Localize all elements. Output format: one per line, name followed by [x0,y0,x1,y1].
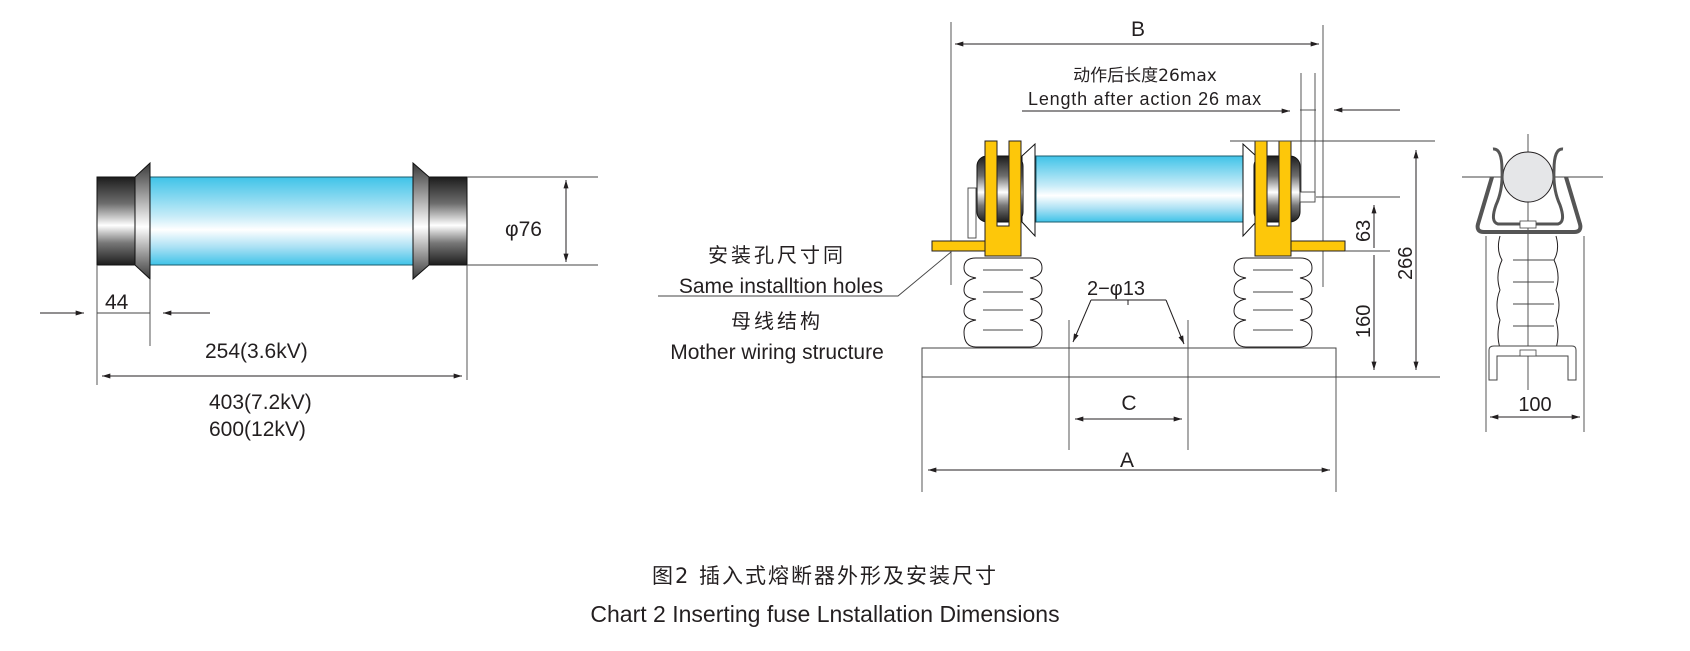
base-plate [921,347,1337,378]
end-view-width-label: 100 [1518,394,1551,416]
dim-160-label: 160 [1353,305,1375,338]
dim-266-label: 266 [1395,247,1417,280]
dimension-b-label: B [1131,18,1145,41]
right-flange [412,161,430,281]
mounted-fuse-tube [1035,155,1244,223]
holes-label-en: Same installtion holes [679,275,883,298]
fuse-side-view: φ76 44 254(3.6kV) 403(7.2kV) 600(12kV) [40,161,598,441]
fuse-section-circle [1502,151,1554,203]
dimension-c-label: C [1121,392,1136,415]
left-flange [134,161,151,281]
mount-holes-label: 2−φ13 [1087,278,1145,300]
caption-en: Chart 2 Inserting fuse Lnstallation Dime… [590,601,1059,627]
fuse-tube [149,176,414,266]
busbar-label-en: Mother wiring structure [670,341,884,364]
caption-cn: 图2 插入式熔断器外形及安装尺寸 [652,564,998,588]
holes-label-cn: 安装孔尺寸同 [708,243,846,267]
action-length-en: Length after action 26 max [1028,89,1262,109]
end-cap-length-label: 44 [105,291,129,314]
diameter-label: φ76 [505,218,542,241]
length-7-2kv-label: 403(7.2kV) [209,391,312,414]
dim-63-label: 63 [1353,220,1375,242]
mounted-fuse-view: B 动作后长度26max Length after action 26 max [658,18,1440,492]
right-end-cap [428,176,468,266]
length-3-6kv-label: 254(3.6kV) [205,340,308,363]
left-bracket [931,140,1022,257]
dimension-a-label: A [1120,449,1134,472]
length-12kv-label: 600(12kV) [209,418,306,441]
left-end-cap [96,176,136,266]
action-length-cn: 动作后长度26max [1073,66,1217,86]
left-insulator [963,257,1043,348]
busbar-label-cn: 母线结构 [731,309,823,333]
end-view: 100 [1462,134,1603,432]
right-insulator [1233,257,1313,348]
